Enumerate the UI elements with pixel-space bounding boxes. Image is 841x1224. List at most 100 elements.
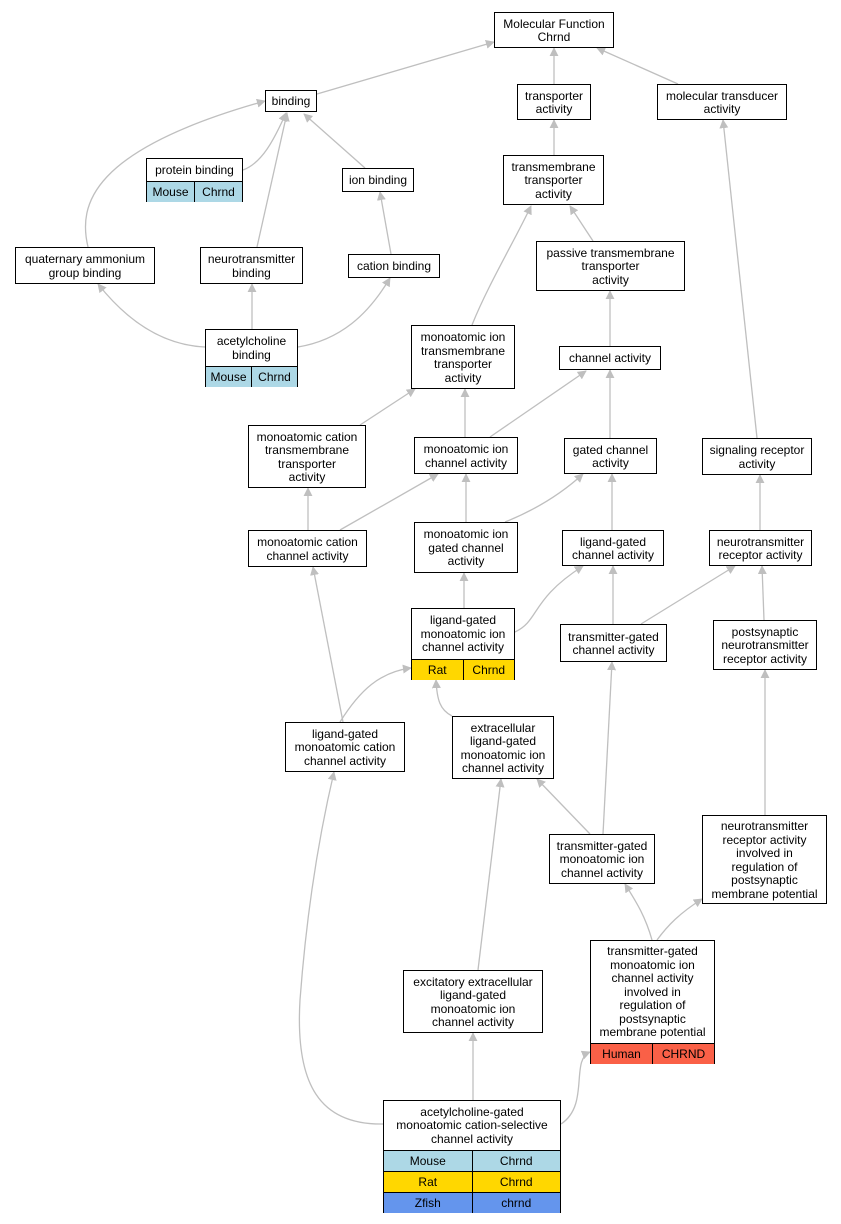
edge-ionbind-to-binding [303,113,366,169]
edge-catbind-to-ionbind [376,191,392,255]
node-extlg[interactable]: extracellular ligand-gated monoatomic io… [452,716,554,779]
node-passive[interactable]: passive transmembrane transporter activi… [536,241,685,291]
edge-ntbind-to-binding [256,112,290,248]
edge-achgated-to-lgmocat [298,771,384,1125]
edge-achbind-to-catbind [297,277,391,348]
node-lgmocat[interactable]: ligand-gated monoatomic cation channel a… [285,722,405,772]
node-ionbind[interactable]: ion binding [342,168,414,192]
node-label: monoatomic ion transmembrane transporter… [420,330,506,385]
gene-cell: chrnd [471,1193,561,1213]
annotation-row: Rat Chrnd [384,1171,560,1192]
node-label: neurotransmitter receptor activity [716,534,805,562]
node-label: ligand-gated channel activity [571,534,655,562]
node-achgated[interactable]: acetylcholine-gated monoatomic cation-se… [383,1100,561,1213]
node-label: molecular transducer activity [665,88,779,116]
node-label: protein binding [155,162,234,177]
node-label: transporter activity [524,88,584,116]
node-label: cation binding [356,259,432,274]
annotation-row: Zfish chrnd [384,1192,560,1213]
edge-lgmocat-to-lgmoi [339,664,412,723]
node-mocattm[interactable]: monoatomic cation transmembrane transpor… [248,425,366,488]
node-label: ligand-gated monoatomic cation channel a… [294,726,396,768]
node-label: monoatomic cation channel activity [257,535,358,563]
edge-sigrec-to-moltrans [719,119,758,439]
node-binding[interactable]: binding [265,90,317,112]
edge-moltrans-to-mf [596,47,679,85]
node-label: acetylcholine binding [216,334,287,362]
edge-psntrec-to-ntrec [757,565,767,621]
node-label: ligand-gated monoatomic ion channel acti… [420,613,506,655]
node-ntrec[interactable]: neurotransmitter receptor activity [709,530,812,566]
node-label: binding [271,94,311,109]
edge-tgmoi-to-tgchan [602,661,617,835]
edge-tgmoireg-to-ntrecreg [656,898,703,941]
node-label: signaling receptor activity [709,443,805,471]
node-label: acetylcholine-gated monoatomic cation-se… [396,1104,548,1146]
edge-achbind-to-quatamm [97,283,206,348]
node-label: transmitter-gated channel activity [568,629,659,657]
edge-moichan-to-chanact [489,370,587,438]
annotation-row: Human CHRND [591,1043,714,1064]
node-lgmoi[interactable]: ligand-gated monoatomic ion channel acti… [411,608,515,680]
node-label: neurotransmitter receptor activity invol… [711,819,818,901]
node-label: monoatomic ion gated channel activity [423,527,509,569]
node-moichan[interactable]: monoatomic ion channel activity [414,437,518,474]
node-moitm[interactable]: monoatomic ion transmembrane transporter… [411,325,515,389]
gene-cell: Chrnd [251,367,297,387]
edge-moitm-to-tmtrans [471,205,532,326]
node-moltrans[interactable]: molecular transducer activity [657,84,787,120]
node-label: channel activity [568,351,652,366]
node-chanact[interactable]: channel activity [559,346,661,370]
node-sigrec[interactable]: signaling receptor activity [702,438,812,475]
node-quatamm[interactable]: quaternary ammonium group binding [15,247,155,284]
node-ntrecreg[interactable]: neurotransmitter receptor activity invol… [702,815,827,904]
node-label: neurotransmitter binding [207,252,296,280]
node-mocatchan[interactable]: monoatomic cation channel activity [248,530,367,567]
node-label: excitatory extracellular ligand-gated mo… [413,974,533,1029]
node-tgchan[interactable]: transmitter-gated channel activity [560,624,667,662]
node-tgmoi[interactable]: transmitter-gated monoatomic ion channel… [549,834,655,884]
edge-lgmoi-to-liggated [514,565,584,633]
node-moigated[interactable]: monoatomic ion gated channel activity [414,522,518,573]
node-label: transmitter-gated monoatomic ion channel… [599,944,706,1040]
species-cell: Zfish [414,1196,441,1210]
node-tmtrans[interactable]: transmembrane transporter activity [503,155,604,205]
species-cell: Mouse [409,1154,446,1168]
edge-excit-to-extlg [477,778,505,971]
species-cell: Rat [418,1175,438,1189]
node-transporter[interactable]: transporter activity [517,84,591,120]
node-label: ion binding [348,173,408,188]
edge-protbind-to-binding [242,112,287,171]
edge-lgmocat-to-mocatchan [310,566,344,723]
node-label: extracellular ligand-gated monoatomic io… [460,720,546,775]
node-label: Molecular Function Chrnd [503,16,605,44]
node-psntrec[interactable]: postsynaptic neurotransmitter receptor a… [713,620,817,670]
node-mf[interactable]: Molecular Function Chrnd [494,12,614,48]
edge-achgated-to-tgmoireg [560,1050,591,1125]
node-liggated[interactable]: ligand-gated channel activity [562,530,664,566]
species-cell: Human [602,1047,641,1061]
edge-tgmoi-to-extlg [536,778,591,835]
gene-cell: Chrnd [462,660,515,680]
node-label: transmembrane transporter activity [511,159,596,201]
node-catbind[interactable]: cation binding [348,254,440,278]
node-tgmoireg[interactable]: transmitter-gated monoatomic ion channel… [590,940,715,1064]
node-gated[interactable]: gated channel activity [564,438,657,474]
gene-cell: CHRND [652,1044,714,1064]
edge-binding-to-mf [316,39,495,95]
edge-tgmoireg-to-tgmoi [624,883,653,941]
node-ntbind[interactable]: neurotransmitter binding [200,247,303,284]
edge-mocatchan-to-moichan [339,473,439,531]
gene-cell: Chrnd [471,1172,561,1192]
node-excit[interactable]: excitatory extracellular ligand-gated mo… [403,970,543,1033]
edge-extlg-to-lgmoi [431,679,453,717]
edge-quatamm-to-binding [84,98,266,248]
species-cell: Mouse [152,185,189,199]
node-label: postsynaptic neurotransmitter receptor a… [721,624,809,666]
